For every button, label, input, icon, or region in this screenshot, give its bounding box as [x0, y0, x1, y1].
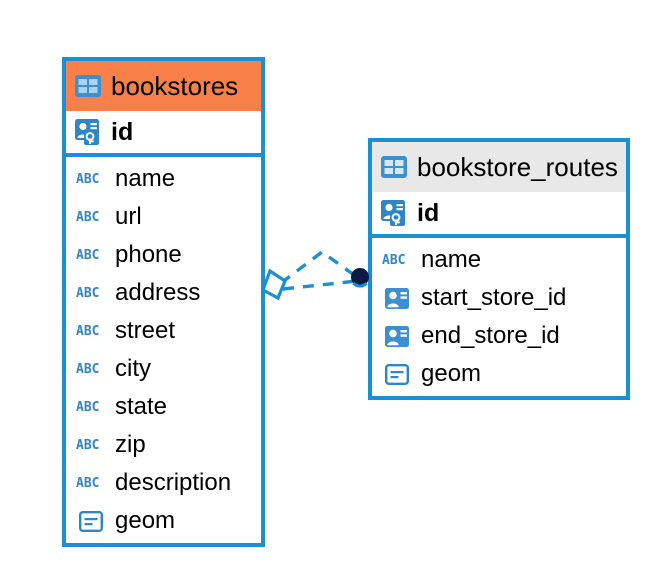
field-row-id[interactable]: id	[372, 192, 626, 238]
field-row-name[interactable]: ABC name	[372, 241, 626, 279]
entity-header-bookstores[interactable]: bookstores	[66, 61, 261, 111]
field-label: description	[115, 469, 232, 496]
field-label: end_store_id	[421, 322, 560, 349]
abc-text-icon: ABC	[76, 247, 100, 263]
geometry-icon	[76, 510, 106, 532]
table-icon	[381, 156, 407, 178]
field-list-bookstore-routes: ABC name start_store_id	[372, 238, 626, 397]
abc-text-icon: ABC	[76, 171, 100, 187]
abc-text-icon: ABC	[76, 399, 100, 415]
field-label: start_store_id	[421, 284, 567, 311]
abc-text-icon: ABC	[76, 323, 100, 339]
entity-header-bookstore-routes[interactable]: bookstore_routes	[372, 142, 626, 192]
field-label: id	[417, 198, 440, 227]
circle-marker[interactable]	[351, 268, 369, 288]
field-label: name	[115, 165, 176, 192]
entity-bookstores[interactable]: bookstores id ABC	[62, 57, 265, 547]
abc-text-icon: ABC	[76, 285, 100, 301]
field-list-bookstores: ABC name ABC url ABC phone ABC address A…	[66, 157, 261, 544]
field-row-address[interactable]: ABC address	[66, 274, 261, 312]
field-label: geom	[115, 507, 176, 534]
entity-title: bookstores	[111, 70, 239, 101]
field-label: geom	[421, 360, 482, 387]
field-row-geom[interactable]: geom	[66, 502, 261, 540]
entity-title: bookstore_routes	[417, 151, 618, 182]
geometry-icon	[382, 363, 412, 385]
relationship-line-upper[interactable]	[279, 249, 358, 285]
primary-key-icon	[381, 200, 409, 226]
abc-text-icon: ABC	[76, 437, 100, 453]
field-label: name	[421, 246, 482, 273]
field-row-url[interactable]: ABC url	[66, 198, 261, 236]
abc-text-icon: ABC	[76, 361, 100, 377]
field-label: id	[111, 117, 134, 146]
field-label: zip	[115, 431, 146, 458]
field-row-street[interactable]: ABC street	[66, 312, 261, 350]
field-row-city[interactable]: ABC city	[66, 350, 261, 388]
diamond-marker[interactable]	[261, 268, 287, 301]
field-row-state[interactable]: ABC state	[66, 388, 261, 426]
field-row-end-store-id[interactable]: end_store_id	[372, 317, 626, 355]
foreign-key-icon	[382, 287, 412, 309]
field-row-phone[interactable]: ABC phone	[66, 236, 261, 274]
field-row-zip[interactable]: ABC zip	[66, 426, 261, 464]
field-label: url	[115, 203, 142, 230]
field-row-geom[interactable]: geom	[372, 355, 626, 393]
field-row-id[interactable]: id	[66, 111, 261, 157]
field-label: city	[115, 355, 151, 382]
field-label: address	[115, 279, 201, 306]
field-row-start-store-id[interactable]: start_store_id	[372, 279, 626, 317]
table-icon	[75, 75, 101, 97]
foreign-key-icon	[382, 325, 412, 347]
field-label: phone	[115, 241, 182, 268]
field-label: state	[115, 393, 168, 420]
abc-text-icon: ABC	[382, 252, 406, 268]
abc-text-icon: ABC	[76, 209, 100, 225]
field-row-name[interactable]: ABC name	[66, 160, 261, 198]
abc-text-icon: ABC	[76, 475, 100, 491]
primary-key-icon	[75, 119, 103, 145]
field-row-description[interactable]: ABC description	[66, 464, 261, 502]
field-label: street	[115, 317, 176, 344]
entity-bookstore-routes[interactable]: bookstore_routes id ABC	[368, 138, 630, 400]
relationship-line-lower[interactable]	[282, 279, 358, 291]
